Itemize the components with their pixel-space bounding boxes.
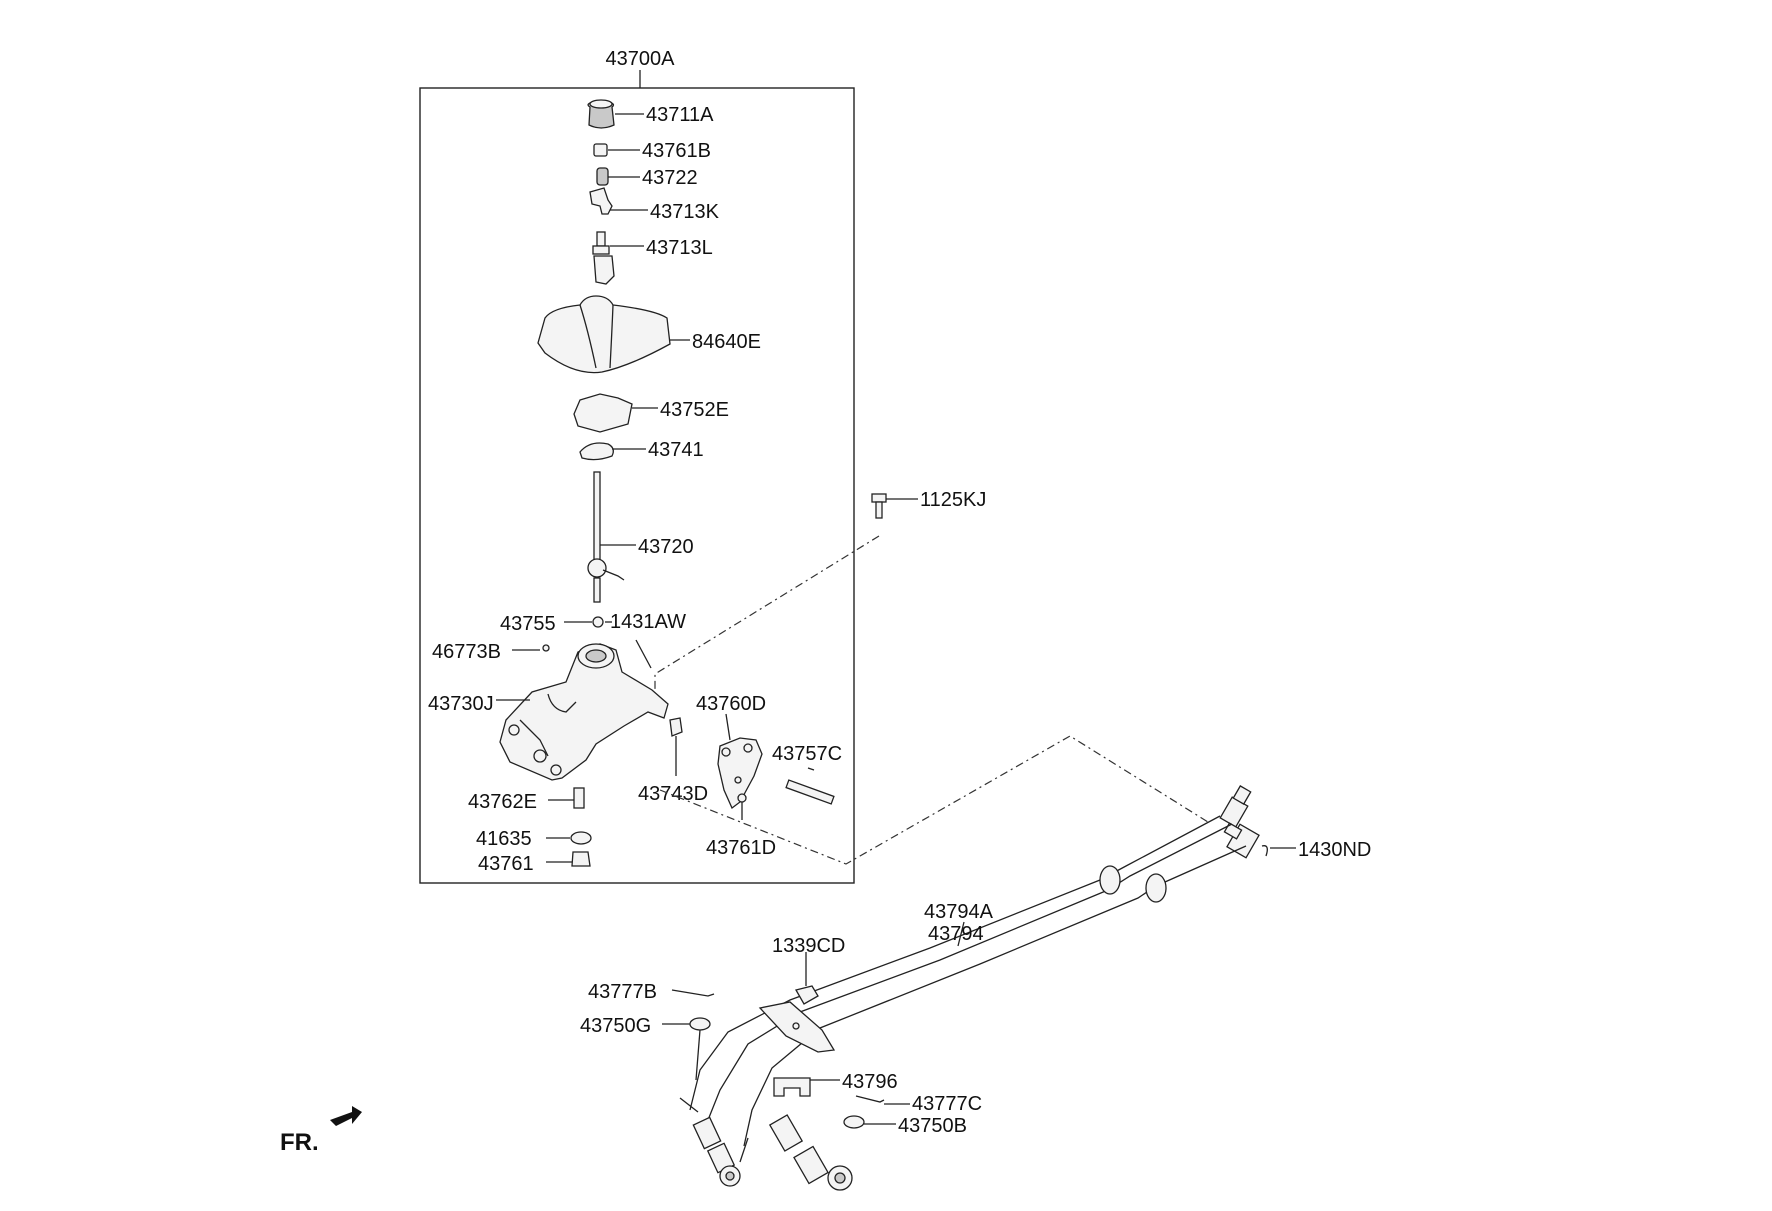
label-43711A: 43711A [646,104,714,126]
bushing-43755: 43755 1431AW [500,611,686,669]
label-43720: 43720 [638,536,694,558]
label-43743D: 43743D [638,783,708,805]
label-43761B: 43761B [642,140,711,162]
label-43796: 43796 [842,1071,898,1093]
bushing-43761D: 43761D [706,793,776,859]
shift-cables: 43794A 43794 [689,815,1247,1147]
bushing-43761: 43761 [478,851,591,875]
clip-43777C: 43777C [855,1093,982,1115]
label-1125KJ: 1125KJ [920,489,986,511]
clip-43796: 43796 [773,1071,898,1097]
arrow-icon [330,1106,362,1126]
cable-end-left [679,1029,749,1187]
washer-43750B: 43750B [843,1115,967,1137]
label-43752E: 43752E [660,399,729,421]
rod-end-part: 43713L [592,231,713,285]
assembly-frame: 43700A [419,48,855,884]
base-housing: 43730J [428,643,669,781]
label-43794A: 43794A [924,901,994,923]
label-43757C: 43757C [772,743,842,765]
boot-part: 84640E [537,295,761,374]
lever-part: 43720 [587,471,694,603]
label-43750G: 43750G [580,1015,651,1037]
label-46773B: 46773B [432,641,501,663]
label-41635: 41635 [476,828,532,850]
washer-43750G: 43750G [580,1015,711,1037]
label-43777B: 43777B [588,981,657,1003]
reference-line-cable [659,735,1209,865]
label-1431AW: 1431AW [610,611,686,633]
label-43777C: 43777C [912,1093,982,1115]
label-43762E: 43762E [468,791,537,813]
label-43760D: 43760D [696,693,766,715]
clip-1430ND: 1430ND [1261,839,1371,861]
cable-end-right [768,1114,853,1191]
label-43730J: 43730J [428,693,494,715]
label-43755: 43755 [500,613,556,635]
clip-43777B: 43777B [588,981,715,1003]
label-43761: 43761 [478,853,534,875]
cable-end-upper [1219,785,1260,859]
label-43722: 43722 [642,167,698,189]
label-43700A: 43700A [606,48,676,70]
label-43713K: 43713K [650,201,720,223]
bushing-part: 43761B [593,140,711,162]
ring-part: 43741 [579,439,704,461]
label-43750B: 43750B [898,1115,967,1137]
knob-part: 43711A [587,99,714,129]
nut-1339CD: 1339CD [772,935,845,1005]
front-direction-indicator: FR. [280,1106,362,1156]
grommet-plate [758,1001,836,1053]
latch-part: 43713K [589,187,720,223]
label-43741: 43741 [648,439,704,461]
cover-part: 43752E [573,393,729,433]
label-84640E: 84640E [692,331,761,353]
label-43761D: 43761D [706,837,776,859]
direction-label: FR. [280,1129,319,1156]
pin-43757C: 43757C [772,743,842,805]
clip-43743D: 43743D [638,717,708,805]
label-1339CD: 1339CD [772,935,845,957]
reference-line-bolt [654,535,880,690]
ring-41635: 41635 [476,828,592,850]
bolt-1125KJ: 1125KJ [871,489,986,519]
label-43713L: 43713L [646,237,713,259]
label-43794: 43794 [928,923,984,945]
pin-43762E: 43762E [468,787,585,813]
pin-46773B: 46773B [432,641,550,663]
label-1430ND: 1430ND [1298,839,1371,861]
spring-part: 43722 [596,167,698,189]
bracket-43760D: 43760D [696,693,766,810]
